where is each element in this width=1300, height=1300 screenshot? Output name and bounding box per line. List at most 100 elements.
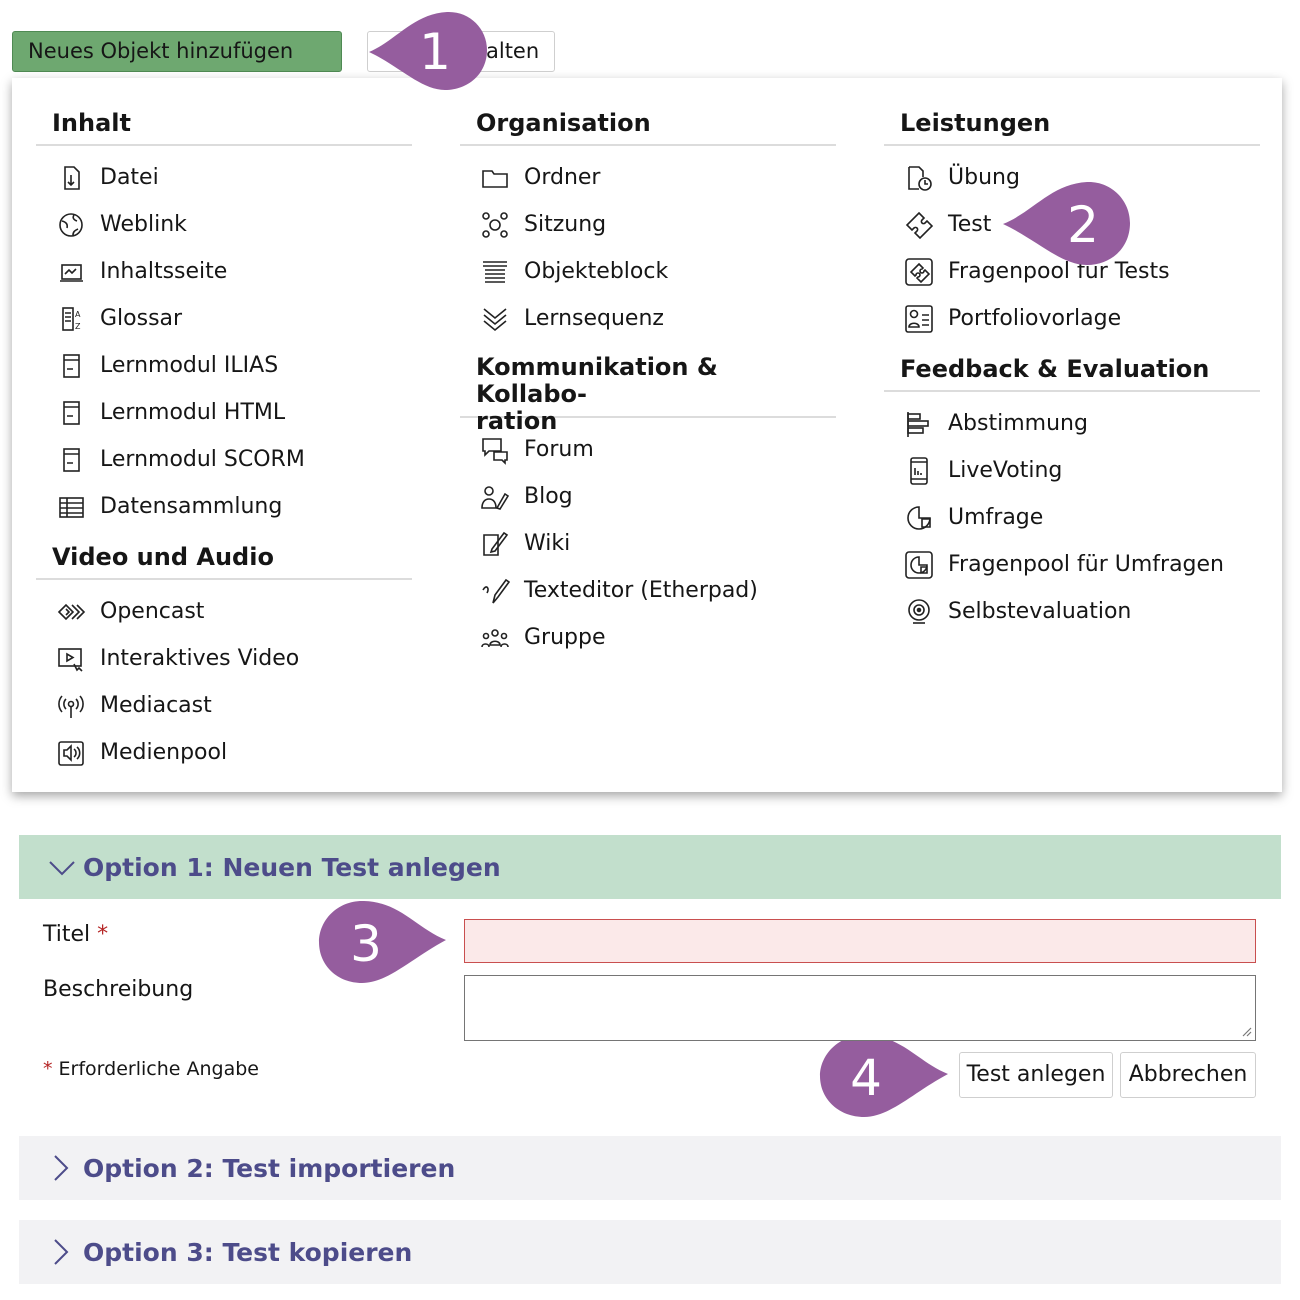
wiki-icon <box>478 527 512 561</box>
menu-item-objekteblock[interactable]: Objekteblock <box>460 248 836 295</box>
cancel-button[interactable]: Abbrechen <box>1120 1052 1256 1098</box>
chevron-right-icon <box>47 1153 77 1183</box>
callout-number: 2 <box>1067 196 1099 254</box>
section-heading-kommunikation: Kommunikation & Kollabo- ration <box>476 353 718 435</box>
section-heading-organisation: Organisation <box>476 109 651 137</box>
menu-item-label: Opencast <box>100 599 205 624</box>
list-block-icon <box>478 255 512 289</box>
section-heading-feedback: Feedback & Evaluation <box>900 355 1210 383</box>
menu-item-label: Glossar <box>100 306 183 331</box>
menu-item-uebung[interactable]: Übung <box>884 154 1260 201</box>
phone-chart-icon <box>902 454 936 488</box>
menu-item-label: Medienpool <box>100 740 228 765</box>
menu-item-fragenpool-umfragen[interactable]: Fragenpool für Umfragen <box>884 541 1260 588</box>
menu-item-label: Inhaltsseite <box>100 259 228 284</box>
callout-marker-3: 3 <box>316 898 450 986</box>
description-label: Beschreibung <box>43 977 194 1002</box>
menu-item-label: Mediacast <box>100 693 212 718</box>
title-label: Titel * <box>43 922 109 947</box>
option-1-title: Option 1: Neuen Test anlegen <box>83 852 501 882</box>
group-icon <box>478 621 512 655</box>
add-new-object-label: Neues Objekt hinzufügen <box>28 39 294 63</box>
menu-item-label: Ordner <box>524 165 601 190</box>
option-2-title: Option 2: Test importieren <box>83 1153 456 1183</box>
menu-item-label: Fragenpool für Tests <box>948 259 1170 284</box>
callout-number: 1 <box>419 23 451 81</box>
menu-item-ordner[interactable]: Ordner <box>460 154 836 201</box>
menu-item-label: Fragenpool für Umfragen <box>948 552 1224 577</box>
add-new-object-button[interactable]: Neues Objekt hinzufügen ••• <box>12 31 342 102</box>
learning-module-icon <box>54 396 88 430</box>
opencast-icon <box>54 595 88 629</box>
menu-item-inhaltsseite[interactable]: Inhaltsseite <box>36 248 412 295</box>
menu-item-gruppe[interactable]: Gruppe <box>460 614 836 661</box>
menu-item-label: Objekteblock <box>524 259 669 284</box>
menu-item-medienpool[interactable]: Medienpool <box>36 729 412 776</box>
menu-item-abstimmung[interactable]: Abstimmung <box>884 400 1260 447</box>
portfolio-icon <box>902 302 936 336</box>
menu-item-label: Interaktives Video <box>100 646 300 671</box>
menu-item-datensammlung[interactable]: Datensammlung <box>36 483 412 530</box>
menu-item-umfrage[interactable]: Umfrage <box>884 494 1260 541</box>
menu-item-label: Abstimmung <box>948 411 1088 436</box>
menu-item-lernsequenz[interactable]: Lernsequenz <box>460 295 836 342</box>
menu-item-label: Selbstevaluation <box>948 599 1132 624</box>
menu-item-label: Blog <box>524 484 573 509</box>
menu-item-interaktives-video[interactable]: Interaktives Video <box>36 635 412 682</box>
manage-label: alten <box>486 39 540 63</box>
menu-column-organisation: Organisation Ordner Sitzung Objekteblock… <box>460 108 836 661</box>
menu-item-test[interactable]: Test <box>884 201 1260 248</box>
divider <box>884 144 1260 146</box>
callout-marker-4: 4 <box>816 1032 952 1120</box>
menu-item-label: Übung <box>948 165 1020 190</box>
menu-item-label: Lernmodul ILIAS <box>100 353 279 378</box>
menu-item-selbstevaluation[interactable]: Selbstevaluation <box>884 588 1260 635</box>
option-2-header[interactable]: Option 2: Test importieren <box>19 1136 1281 1200</box>
menu-item-livevoting[interactable]: LiveVoting <box>884 447 1260 494</box>
globe-icon <box>54 208 88 242</box>
divider <box>36 144 412 146</box>
create-test-button[interactable]: Test anlegen <box>959 1052 1113 1098</box>
file-icon <box>54 161 88 195</box>
menu-item-blog[interactable]: Blog <box>460 473 836 520</box>
menu-item-sitzung[interactable]: Sitzung <box>460 201 836 248</box>
menu-item-mediacast[interactable]: Mediacast <box>36 682 412 729</box>
resize-handle-icon[interactable] <box>1240 1025 1252 1037</box>
pen-icon <box>478 574 512 608</box>
callout-marker-1: 1 <box>365 6 490 94</box>
section-heading-video-audio: Video und Audio <box>52 543 274 571</box>
svg-text:Z: Z <box>75 322 81 331</box>
menu-item-label: Portfoliovorlage <box>948 306 1122 331</box>
menu-item-label: Weblink <box>100 212 187 237</box>
folder-icon <box>478 161 512 195</box>
title-input[interactable] <box>464 919 1256 963</box>
poll-icon <box>902 407 936 441</box>
option-3-header[interactable]: Option 3: Test kopieren <box>19 1220 1281 1284</box>
menu-item-weblink[interactable]: Weblink <box>36 201 412 248</box>
menu-item-lernmodul-html[interactable]: Lernmodul HTML <box>36 389 412 436</box>
survey-icon <box>902 501 936 535</box>
menu-item-lernmodul-ilias[interactable]: Lernmodul ILIAS <box>36 342 412 389</box>
divider <box>460 416 836 418</box>
menu-column-leistungen: Leistungen Übung Test Fragenpool für Tes… <box>884 108 1260 635</box>
menu-item-texteditor[interactable]: Texteditor (Etherpad) <box>460 567 836 614</box>
menu-item-forum[interactable]: Forum <box>460 426 836 473</box>
interactive-video-icon <box>54 642 88 676</box>
menu-item-datei[interactable]: Datei <box>36 154 412 201</box>
option-3-title: Option 3: Test kopieren <box>83 1237 413 1267</box>
menu-item-label: Umfrage <box>948 505 1044 530</box>
chevron-down-icon <box>47 852 77 882</box>
learning-module-icon <box>54 443 88 477</box>
menu-item-wiki[interactable]: Wiki <box>460 520 836 567</box>
callout-number: 3 <box>350 915 382 973</box>
menu-item-opencast[interactable]: Opencast <box>36 588 412 635</box>
menu-item-fragenpool-tests[interactable]: Fragenpool für Tests <box>884 248 1260 295</box>
description-textarea[interactable] <box>464 975 1256 1041</box>
option-1-header[interactable]: Option 1: Neuen Test anlegen <box>19 835 1281 899</box>
menu-item-lernmodul-scorm[interactable]: Lernmodul SCORM <box>36 436 412 483</box>
menu-item-portfoliovorlage[interactable]: Portfoliovorlage <box>884 295 1260 342</box>
sequence-icon <box>478 302 512 336</box>
required-note: * Erforderliche Angabe <box>43 1058 259 1080</box>
